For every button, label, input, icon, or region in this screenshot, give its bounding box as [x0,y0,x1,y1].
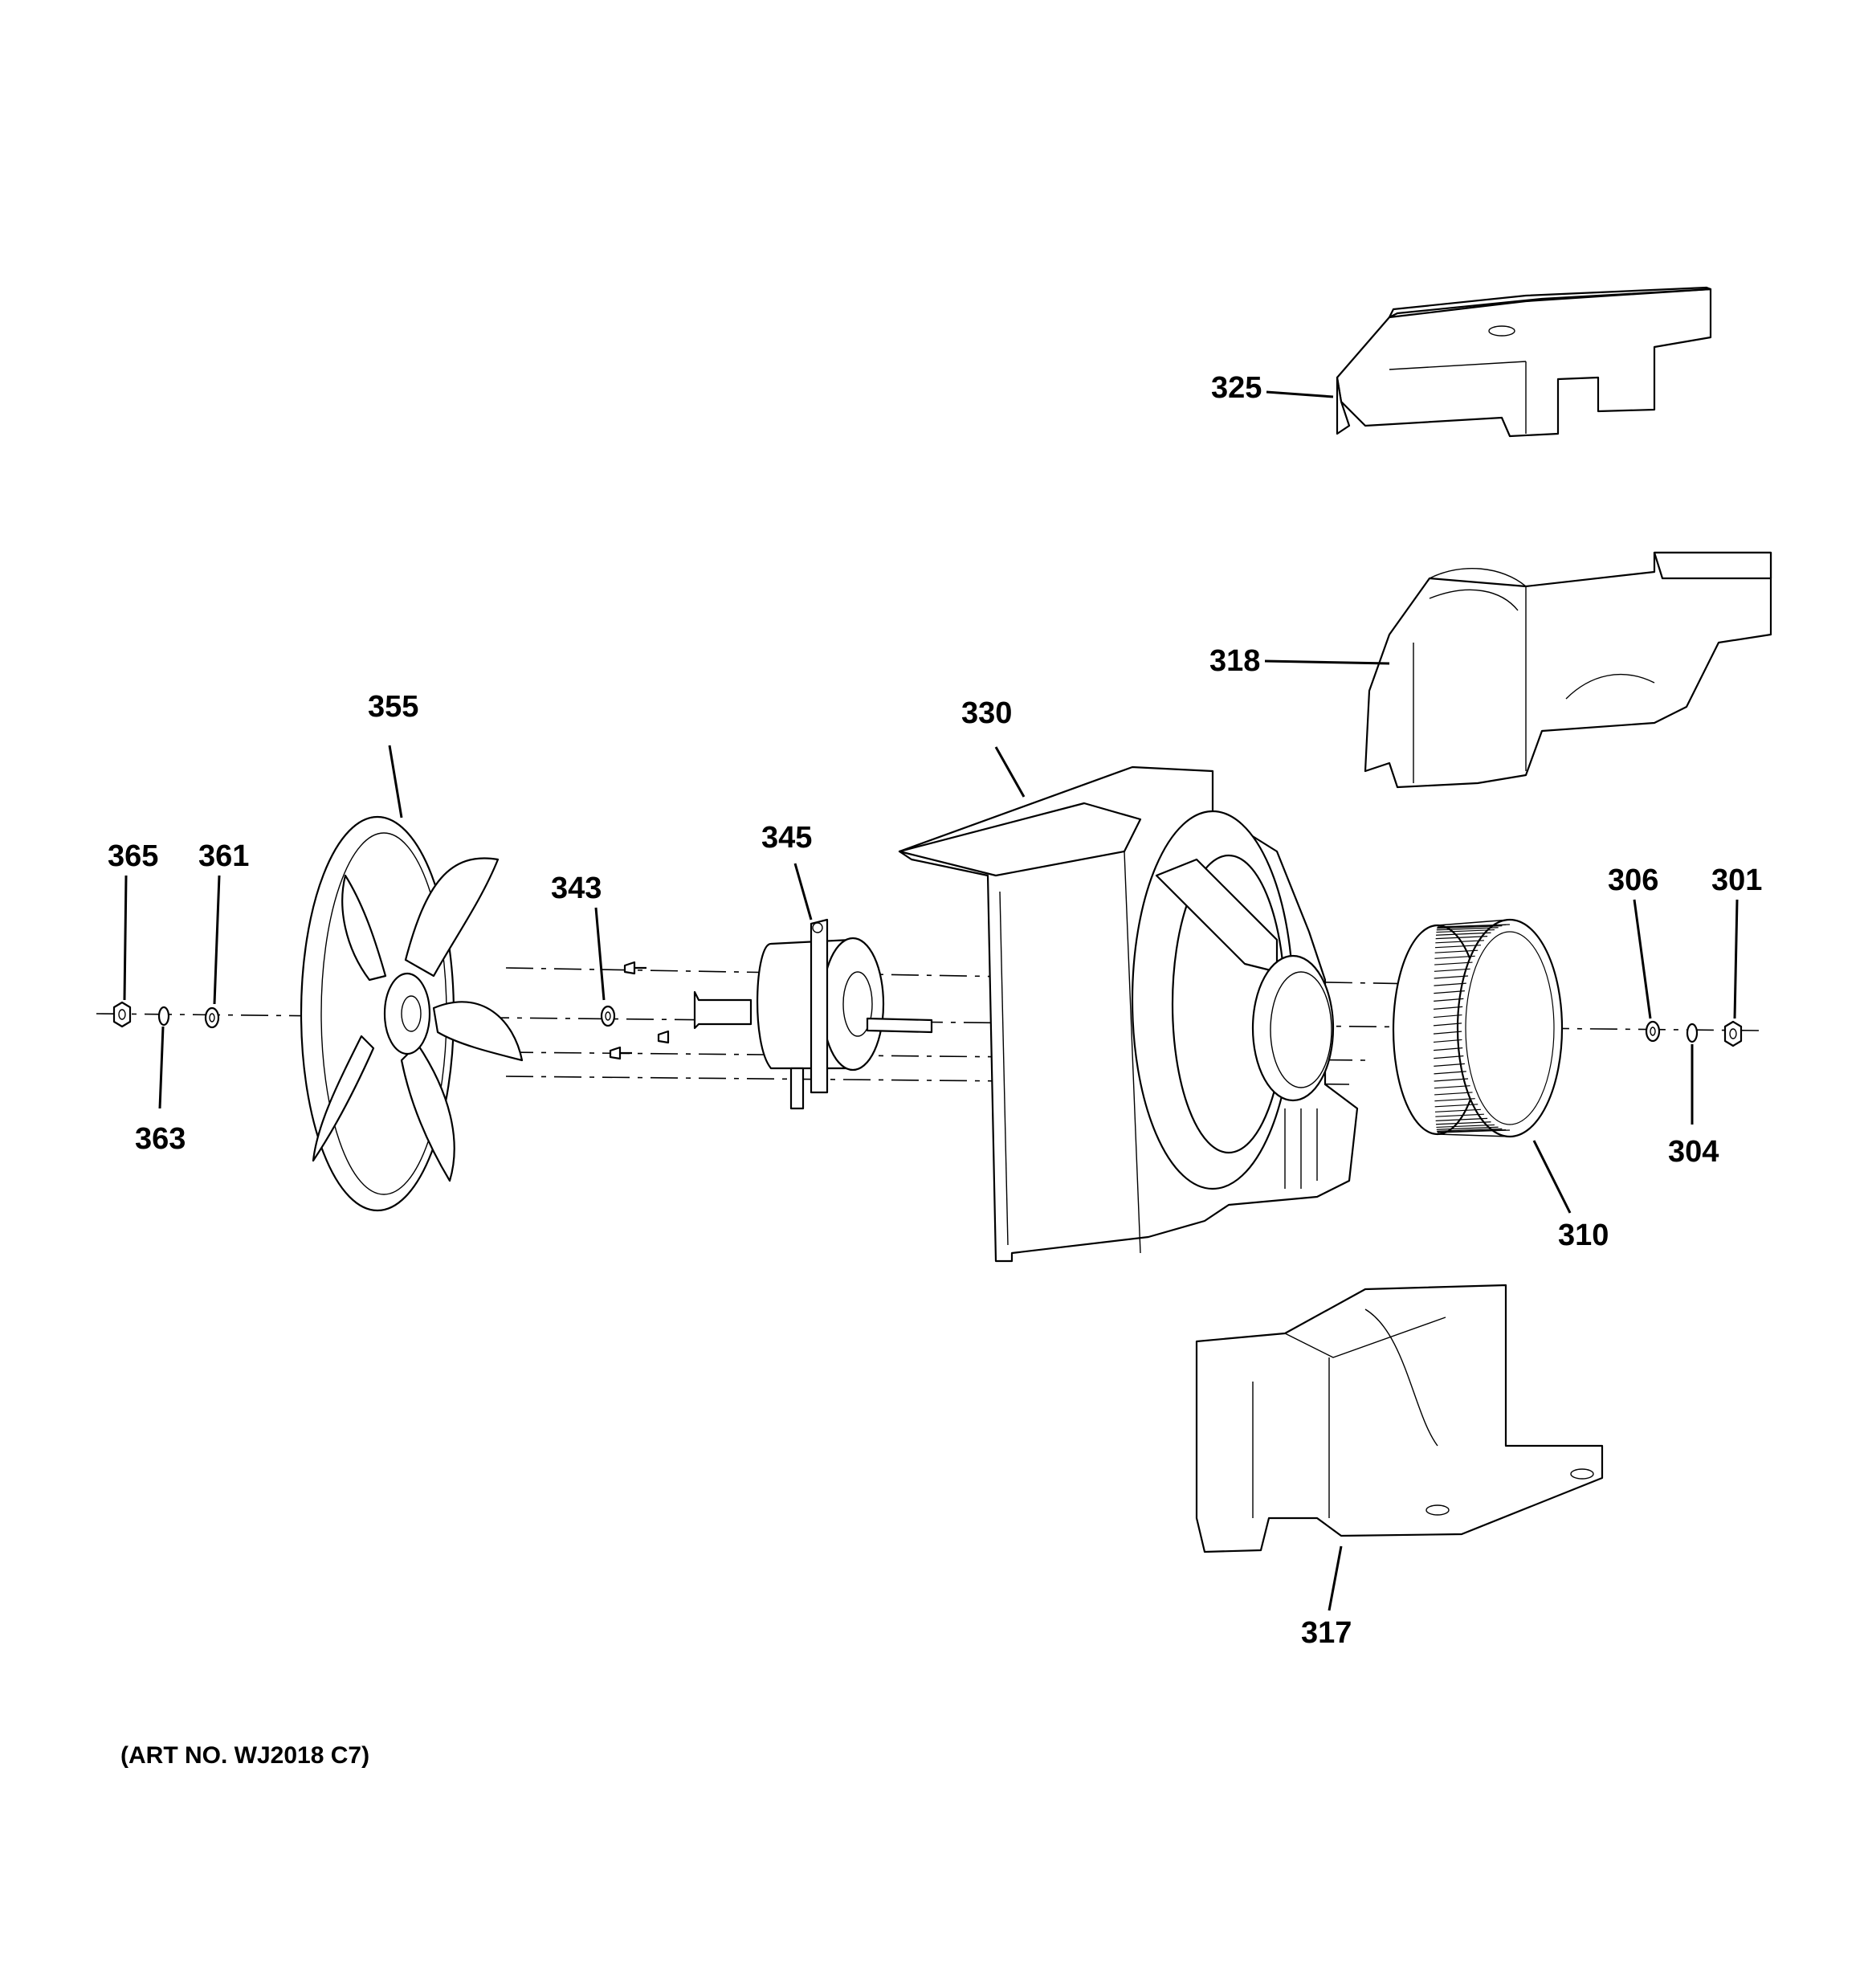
blower-blade-line [1434,1078,1469,1082]
blower-blade-line [1436,927,1499,931]
part-355-axial-fan [300,815,524,1212]
blower-blade-line [1434,1063,1465,1067]
blower-blade-line [1436,1121,1491,1125]
callout-363-label: 363 [135,1122,186,1156]
blower-blade-line [1434,1006,1463,1010]
part-363-lockwasher [157,1006,170,1027]
callout-306: 306 [1608,863,1658,1019]
blower-blade-line [1436,1124,1495,1129]
callout-361-label: 361 [198,839,249,873]
callout-363: 363 [135,1026,186,1156]
callout-365-label: 365 [108,839,158,873]
blower-blade-line [1434,961,1473,965]
part-317-lower-housing [1195,1284,1604,1553]
part-325-top-bracket [1336,286,1712,438]
part-304-lockwasher [1686,1023,1699,1043]
callout-317-label: 317 [1301,1616,1352,1650]
callout-304: 304 [1668,1044,1719,1169]
blower-blade-line [1434,1071,1466,1075]
callout-345: 345 [761,821,813,921]
part-310-blower-wheel [1392,918,1564,1138]
blower-blade-line [1434,982,1466,986]
callout-304-label: 304 [1668,1135,1719,1169]
blower-blade-line [1433,1031,1462,1035]
callout-343: 343 [551,872,606,1001]
blower-blade-line [1436,932,1491,936]
blower-blade-line [1434,1108,1481,1112]
callout-318: 318 [1209,644,1390,678]
blower-blade-line [1435,1117,1488,1121]
callout-318-label: 318 [1209,644,1260,678]
blower-blade-line [1434,1047,1463,1051]
callout-310-label: 310 [1558,1219,1609,1252]
callout-345-label: 345 [761,821,812,855]
part-365-nut [112,1001,132,1028]
callout-301: 301 [1711,863,1762,1019]
blower-blade-line [1437,1128,1503,1132]
blower-blade-line [1435,936,1488,940]
blower-blade-line [1434,998,1464,1002]
blower-blade-line [1437,1129,1511,1133]
blower-blade-line [1433,1014,1462,1018]
callout-355-label: 355 [368,690,418,724]
callout-355: 355 [368,690,418,818]
callout-343-label: 343 [551,872,602,905]
callout-330-label: 330 [961,696,1012,730]
blower-blade-line [1437,925,1503,929]
blower-blade-line [1434,975,1469,979]
blower-blade-line [1436,1126,1499,1130]
part-318-upper-housing [1364,551,1772,789]
part-345-motor [693,918,933,1110]
blower-blade-line [1434,1098,1475,1102]
callout-325-label: 325 [1211,371,1262,405]
blower-blade-line [1435,940,1484,944]
part-301-nut [1723,1020,1743,1047]
callout-301-label: 301 [1711,863,1762,897]
callout-306-label: 306 [1608,863,1658,897]
blower-blade-line [1434,945,1481,949]
callout-365: 365 [108,839,158,1001]
blower-blade-line [1434,1104,1478,1108]
blower-blade-line [1435,1113,1484,1117]
blower-blade-line [1433,1039,1462,1043]
callout-317: 317 [1301,1545,1352,1650]
blower-blade-line [1434,1055,1464,1059]
blower-blade-line [1437,924,1507,929]
blower-blade-line [1434,968,1470,972]
blower-blade-line [1434,1085,1470,1089]
callout-310: 310 [1532,1140,1609,1252]
blower-blade-line [1434,955,1475,959]
blower-blade-line [1436,929,1495,933]
blower-blade-line [1433,1023,1462,1027]
part-361-washer [204,1006,220,1029]
callout-325: 325 [1211,371,1334,405]
callout-330: 330 [961,696,1026,798]
blower-blade-line [1434,1092,1473,1096]
blower-blade-line [1434,990,1465,994]
callout-361: 361 [198,839,249,1005]
blower-blade-line [1434,949,1478,953]
part-306-washer [1645,1020,1661,1043]
art-number: (ART NO. WJ2018 C7) [120,1742,369,1769]
part-343-hardware [600,961,670,1060]
part-330-shroud [898,765,1359,1263]
